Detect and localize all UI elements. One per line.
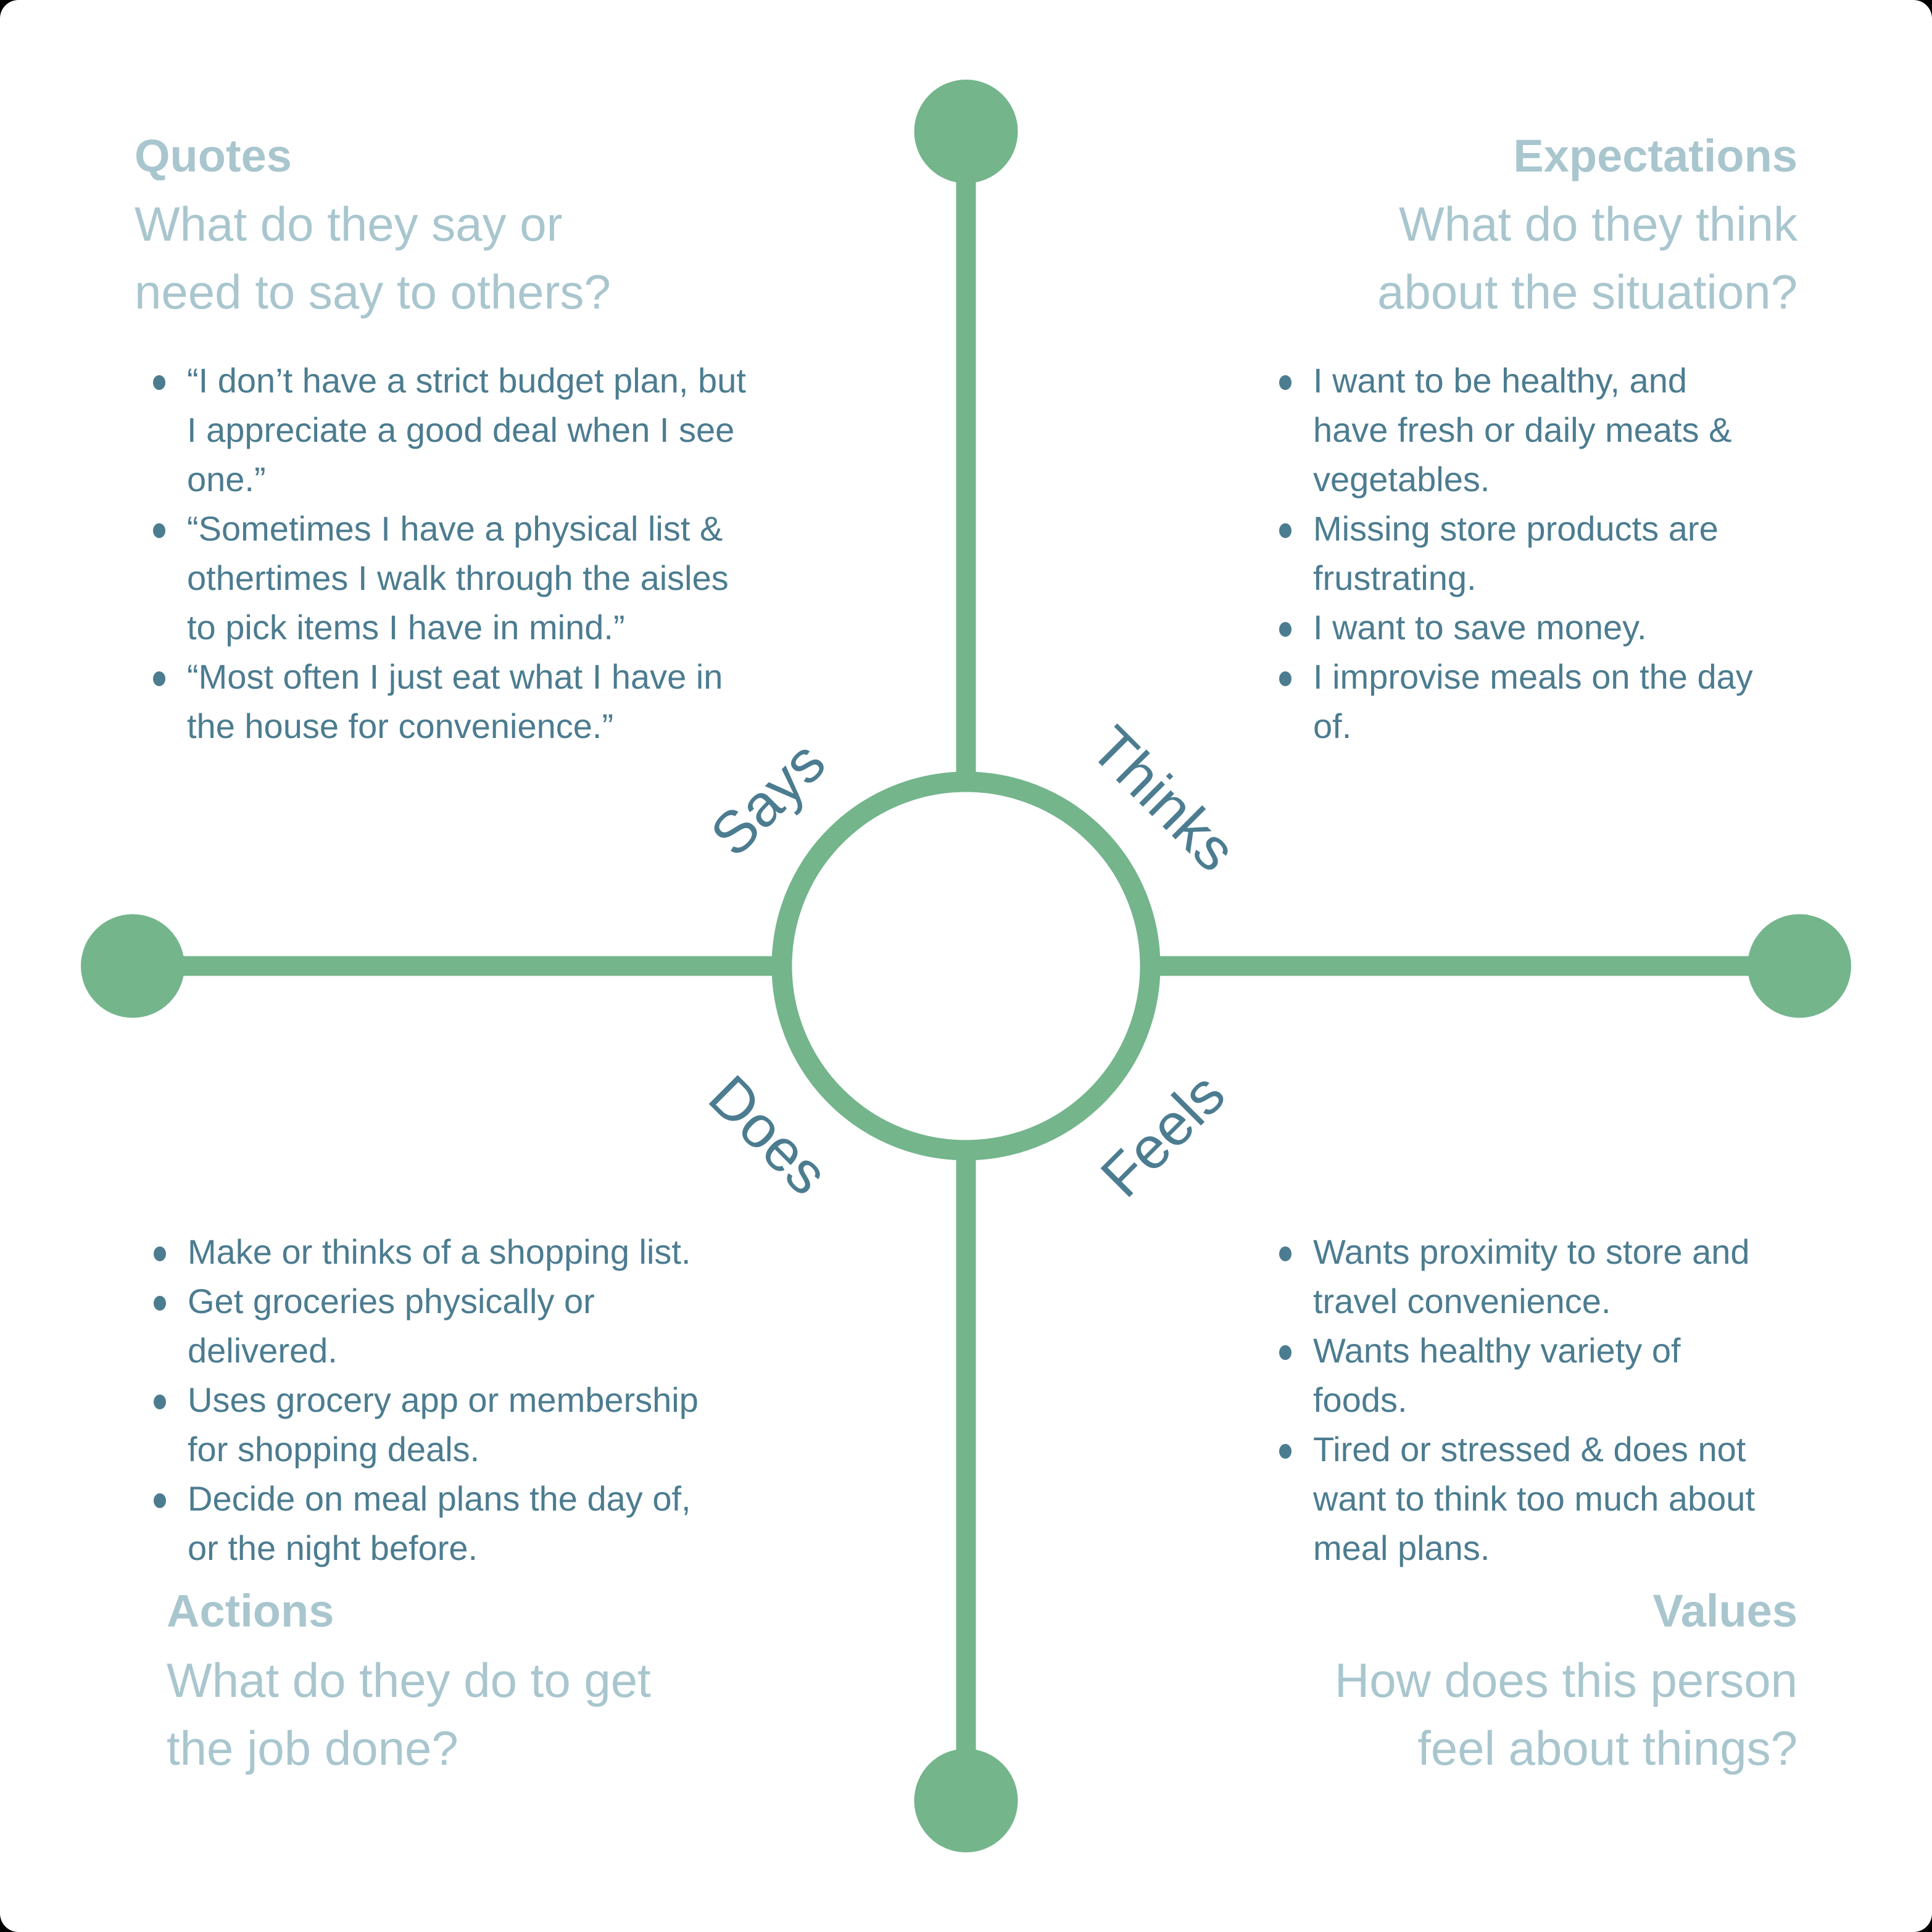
values-subtitle: How does this person feel about things? (1334, 1653, 1797, 1775)
list-item: Get groceries physically or delivered. (154, 1277, 808, 1375)
list-item-text: Make or thinks of a shopping list. (188, 1232, 691, 1271)
list-item: I want to be healthy, and have fresh or … (1279, 356, 1896, 504)
list-item-text: Uses grocery app or membership for shopp… (188, 1380, 699, 1469)
list-item-text: Missing store products are frustrating. (1313, 509, 1718, 597)
list-item: I improvise meals on the day of. (1279, 652, 1896, 751)
values-heading: Values (1652, 1585, 1797, 1636)
actions-heading: Actions (167, 1585, 334, 1636)
bottom-endpoint-dot (914, 1749, 1018, 1852)
list-item-text: Tired or stressed & does not want to thi… (1313, 1430, 1755, 1567)
list-item: Wants proximity to store and travel conv… (1279, 1227, 1896, 1326)
list-item: Decide on meal plans the day of, or the … (154, 1474, 808, 1573)
list-item-text: I want to save money. (1313, 608, 1647, 647)
list-item-text: Wants proximity to store and travel conv… (1313, 1232, 1750, 1320)
quotes-heading: Quotes (135, 130, 292, 181)
top-endpoint-dot (914, 80, 1018, 183)
list-item-text: Wants healthy variety of foods. (1313, 1331, 1681, 1419)
list-item: Missing store products are frustrating. (1279, 504, 1896, 603)
list-item: “Most often I just eat what I have in th… (153, 652, 807, 751)
list-item: “Sometimes I have a physical list & othe… (153, 504, 807, 652)
list-item-text: I want to be healthy, and have fresh or … (1313, 361, 1732, 499)
list-item-text: I improvise meals on the day of. (1313, 657, 1753, 745)
expectations-subtitle: What do they think about the situation? (1377, 197, 1797, 319)
left-endpoint-dot (81, 914, 184, 1018)
does-bullet-list: Make or thinks of a shopping list. Get gr… (154, 1227, 808, 1573)
list-item-text: Get groceries physically or delivered. (188, 1282, 595, 1370)
says-bullet-list: “I don’t have a strict budget plan, but … (153, 356, 807, 751)
center-circle (771, 771, 1161, 1161)
list-item-text: Decide on meal plans the day of, or the … (188, 1479, 691, 1567)
list-item-text: “I don’t have a strict budget plan, but … (187, 361, 746, 499)
list-item: Tired or stressed & does not want to thi… (1279, 1425, 1896, 1573)
quotes-subtitle: What do they say or need to say to other… (135, 197, 611, 319)
list-item: Make or thinks of a shopping list. (154, 1227, 808, 1277)
expectations-heading: Expectations (1513, 130, 1797, 181)
actions-subtitle: What do they do to get the job done? (167, 1653, 651, 1775)
thinks-bullet-list: I want to be healthy, and have fresh or … (1279, 356, 1896, 751)
list-item: “I don’t have a strict budget plan, but … (153, 356, 807, 504)
feels-bullet-list: Wants proximity to store and travel conv… (1279, 1227, 1896, 1573)
list-item: Uses grocery app or membership for shopp… (154, 1375, 808, 1474)
right-endpoint-dot (1748, 914, 1851, 1018)
list-item: I want to save money. (1279, 603, 1896, 652)
list-item: Wants healthy variety of foods. (1279, 1326, 1896, 1425)
list-item-text: “Most often I just eat what I have in th… (187, 657, 723, 745)
list-item-text: “Sometimes I have a physical list & othe… (187, 509, 729, 647)
